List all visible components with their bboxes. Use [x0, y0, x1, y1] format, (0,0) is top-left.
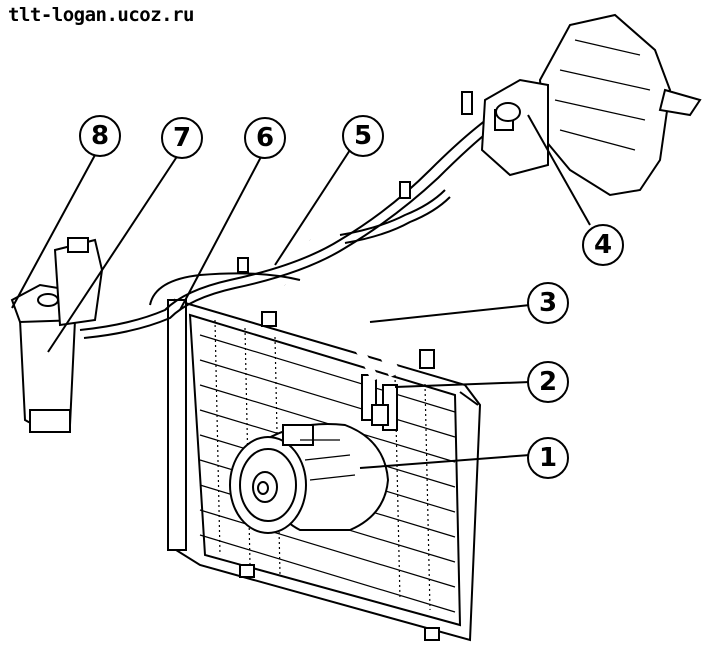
callout-label-3: 3: [539, 288, 557, 318]
callout-label-6: 6: [256, 123, 274, 153]
callout-label-7: 7: [173, 123, 191, 153]
watermark-text: tlt-logan.ucoz.ru: [8, 4, 194, 26]
callout-label-1: 1: [539, 443, 557, 473]
callout-label-4: 4: [594, 230, 612, 260]
callout-label-2: 2: [539, 367, 557, 397]
callout-6: 6: [244, 117, 286, 159]
callout-label-5: 5: [354, 121, 372, 151]
callout-1: 1: [527, 437, 569, 479]
callout-label-8: 8: [91, 121, 109, 151]
callout-3: 3: [527, 282, 569, 324]
compressor: [229, 423, 390, 534]
callout-7: 7: [161, 117, 203, 159]
suction-hose: [283, 236, 401, 382]
compressor-hose-fittings: [361, 374, 398, 431]
evaporator-housing: [480, 13, 702, 197]
refrigerant-lines: [79, 91, 507, 339]
callout-2: 2: [527, 361, 569, 403]
callout-4: 4: [582, 224, 624, 266]
callout-5: 5: [342, 115, 384, 157]
receiver-dryer: [10, 237, 104, 433]
callout-8: 8: [79, 115, 121, 157]
leader-lines: [11, 114, 591, 469]
